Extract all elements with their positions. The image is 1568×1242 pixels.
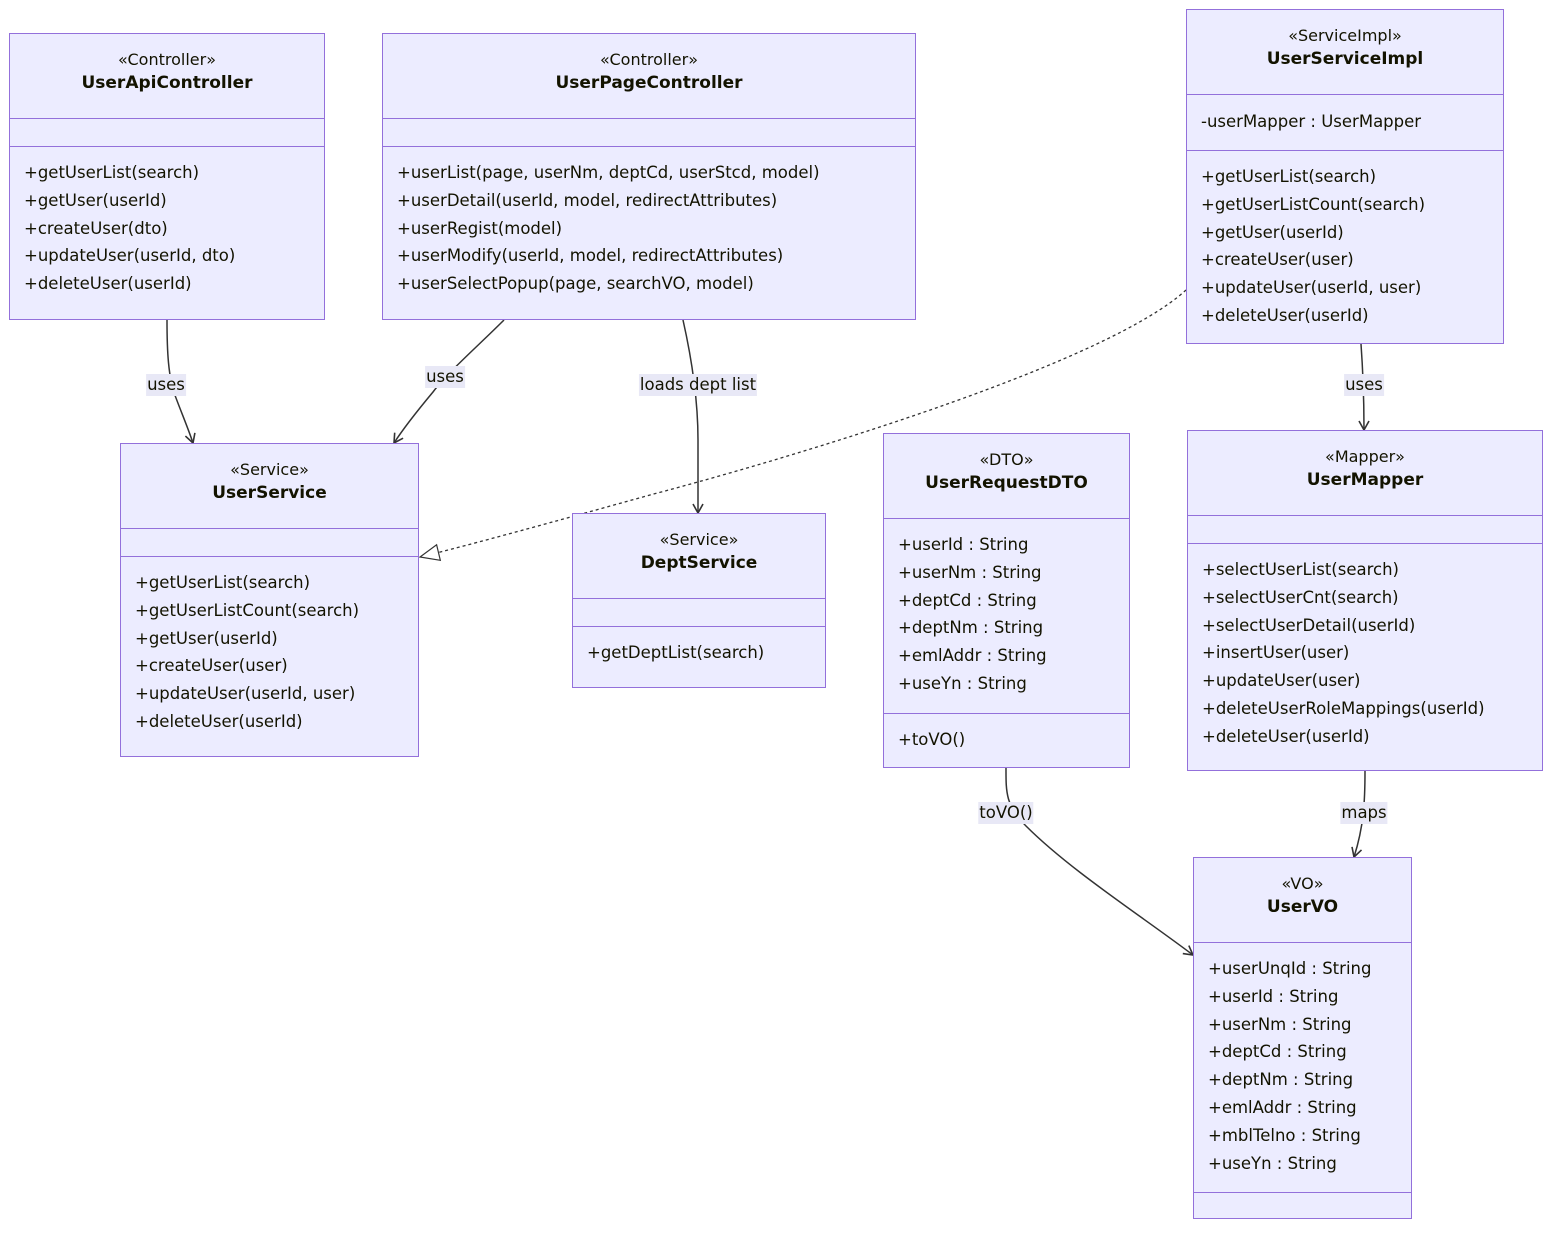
edge-serviceimpl-realizes-userservice	[418, 289, 1187, 562]
stereotype-label: «Controller»	[118, 50, 216, 69]
class-name: UserApiController	[81, 73, 253, 93]
attribute: -userMapper : UserMapper	[1201, 112, 1422, 131]
stereotype-label: «ServiceImpl»	[1288, 26, 1402, 45]
method: +selectUserList(search)	[1202, 560, 1399, 579]
edge-dto-to-vo	[1005, 766, 1195, 956]
methods-section: +getUserList(search) +getUserListCount(s…	[121, 556, 418, 748]
edge-label-tovo: toVO()	[978, 802, 1034, 824]
attribute: +userUnqId : String	[1208, 959, 1372, 978]
method: +updateUser(userId, dto)	[24, 246, 236, 266]
methods-section: +selectUserList(search) +selectUserCnt(s…	[1188, 543, 1542, 763]
method: +userDetail(userId, model, redirectAttri…	[397, 190, 778, 210]
method: +getUserListCount(search)	[135, 600, 360, 620]
method: +toVO()	[898, 730, 966, 749]
stereotype-label: «DTO»	[979, 450, 1034, 469]
method: +getUserList(search)	[24, 163, 200, 182]
attributes-section	[1188, 515, 1542, 543]
edge-label-uses: uses	[1344, 374, 1384, 396]
edge-label-loads-dept-list: loads dept list	[638, 374, 758, 396]
class-name: UserRequestDTO	[925, 473, 1088, 493]
stereotype-label: «Service»	[230, 460, 309, 479]
attributes-section	[121, 528, 418, 556]
class-name: UserMapper	[1306, 470, 1424, 490]
edge-label-maps: maps	[1340, 802, 1388, 824]
method: +getUser(userId)	[135, 628, 278, 648]
attributes-section	[573, 598, 825, 626]
stereotype-label: «Service»	[659, 530, 739, 549]
edge-apicontroller-to-userservice	[166, 319, 196, 445]
class-user-mapper[interactable]: «Mapper» UserMapper +selectUserList(sear…	[1187, 430, 1543, 771]
attributes-section: +userUnqId : String +userId : String +us…	[1194, 942, 1411, 1192]
method: +updateUser(userId, user)	[135, 684, 356, 704]
attribute: +userNm : String	[898, 562, 1042, 582]
class-user-page-controller[interactable]: «Controller» UserPageController +userLis…	[382, 33, 916, 320]
method: +getUser(userId)	[1201, 222, 1344, 242]
method: +getDeptList(search)	[587, 643, 765, 662]
attribute: +mblTelno : String	[1208, 1125, 1361, 1145]
attributes-section: -userMapper : UserMapper	[1187, 94, 1503, 150]
class-name: UserVO	[1266, 897, 1339, 917]
method: +selectUserDetail(userId)	[1202, 615, 1416, 635]
edge-pagecontroller-to-userservice	[393, 319, 505, 445]
class-name: UserServiceImpl	[1266, 49, 1424, 69]
method: +deleteUser(userId)	[1201, 305, 1369, 325]
method: +createUser(user)	[1201, 250, 1354, 270]
attributes-section: +userId : String +userNm : String +deptC…	[884, 518, 1129, 713]
class-name: UserService	[212, 483, 327, 503]
method: +getUserList(search)	[135, 573, 311, 592]
methods-section	[1194, 1192, 1411, 1218]
methods-section: +userList(page, userNm, deptCd, userStcd…	[383, 146, 915, 310]
method: +getUserList(search)	[1201, 167, 1377, 186]
method: +updateUser(userId, user)	[1201, 278, 1422, 298]
stereotype-label: «Mapper»	[1325, 447, 1405, 466]
method: +userList(page, userNm, deptCd, userStcd…	[397, 163, 820, 182]
edge-label-uses: uses	[425, 366, 465, 388]
method: +getUserListCount(search)	[1201, 194, 1426, 214]
attributes-section	[10, 118, 324, 146]
method: +userModify(userId, model, redirectAttri…	[397, 246, 784, 266]
method: +createUser(dto)	[24, 218, 168, 238]
method: +selectUserCnt(search)	[1202, 587, 1399, 607]
methods-section: +getUserList(search) +getUserListCount(s…	[1187, 150, 1503, 342]
methods-section: +toVO()	[884, 713, 1129, 766]
method: +deleteUser(userId)	[135, 711, 303, 731]
attribute: +userId : String	[898, 535, 1029, 554]
attribute: +useYn : String	[1208, 1153, 1337, 1173]
attribute: +deptCd : String	[1208, 1042, 1347, 1062]
method: +deleteUser(userId)	[24, 274, 192, 294]
class-name: UserPageController	[555, 73, 743, 93]
method: +createUser(user)	[135, 656, 288, 676]
class-user-api-controller[interactable]: «Controller» UserApiController +getUserL…	[9, 33, 325, 320]
class-name: DeptService	[640, 553, 758, 573]
method: +insertUser(user)	[1202, 643, 1350, 663]
method: +userSelectPopup(page, searchVO, model)	[397, 274, 754, 294]
method: +userRegist(model)	[397, 218, 563, 238]
edge-label-uses: uses	[146, 374, 186, 396]
attribute: +userId : String	[1208, 986, 1339, 1006]
class-user-service-impl[interactable]: «ServiceImpl» UserServiceImpl -userMappe…	[1186, 9, 1504, 344]
attribute: +deptNm : String	[1208, 1070, 1354, 1090]
attribute: +useYn : String	[898, 673, 1027, 693]
attribute: +userNm : String	[1208, 1014, 1352, 1034]
methods-section: +getUserList(search) +getUser(userId) +c…	[10, 146, 324, 310]
method: +deleteUserRoleMappings(userId)	[1202, 698, 1485, 718]
stereotype-label: «Controller»	[600, 50, 698, 69]
method: +getUser(userId)	[24, 190, 167, 210]
attribute: +emlAddr : String	[1208, 1097, 1357, 1117]
edge-pagecontroller-to-deptservice	[682, 319, 704, 515]
class-dept-service[interactable]: «Service» DeptService +getDeptList(searc…	[572, 513, 826, 688]
attribute: +deptCd : String	[898, 590, 1037, 610]
method: +deleteUser(userId)	[1202, 726, 1370, 746]
class-user-vo[interactable]: «VO» UserVO +userUnqId : String +userId …	[1193, 857, 1412, 1219]
attributes-section	[383, 118, 915, 146]
attribute: +emlAddr : String	[898, 646, 1047, 666]
methods-section: +getDeptList(search)	[573, 626, 825, 679]
class-user-request-dto[interactable]: «DTO» UserRequestDTO +userId : String +u…	[883, 433, 1130, 768]
method: +updateUser(user)	[1202, 671, 1361, 691]
attribute: +deptNm : String	[898, 618, 1044, 638]
class-user-service[interactable]: «Service» UserService +getUserList(searc…	[120, 443, 419, 757]
stereotype-label: «VO»	[1281, 874, 1324, 893]
